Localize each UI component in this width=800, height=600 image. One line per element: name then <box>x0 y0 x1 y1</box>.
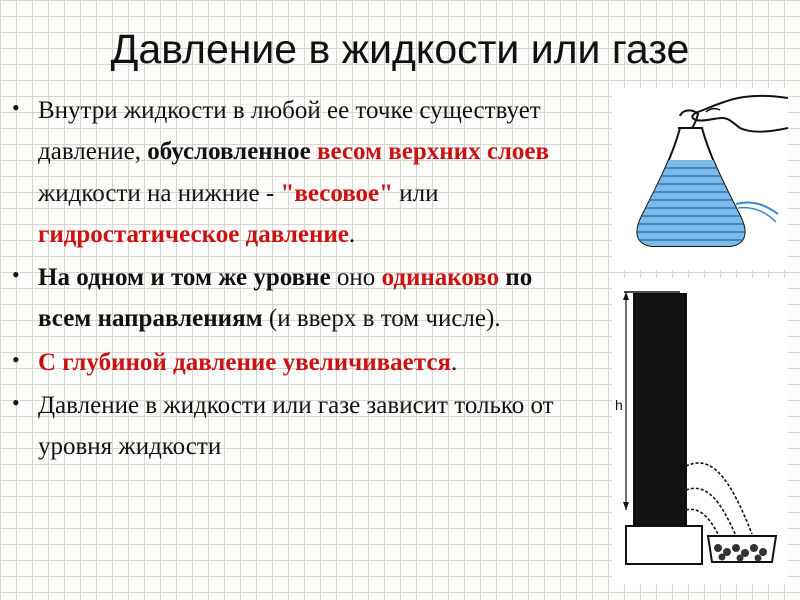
text-run: Давление в жидкости или газе зависит тол… <box>38 391 554 460</box>
text-run: обусловленное <box>147 138 311 166</box>
bullet-item-1: • Внутри жидкости в любой ее точке сущес… <box>10 90 590 255</box>
text-run: . <box>450 348 458 376</box>
water-bag-figure <box>612 88 788 270</box>
water-bag-illustration <box>636 94 788 247</box>
bullet-item-4: • Давление в жидкости или газе зависит т… <box>10 385 590 468</box>
text-run: жидкости на нижние - <box>38 179 281 207</box>
slide-title: Давление в жидкости или газе <box>110 26 690 72</box>
text-run: Внутри жидкости в любой ее точке существ… <box>38 97 541 166</box>
height-label: h <box>615 397 623 413</box>
text-run: На одном и том же уровне <box>38 264 331 291</box>
bullet-item-3: • С глубиной давление увеличивается. <box>10 342 590 383</box>
text-run: "весовое" <box>280 179 394 207</box>
bullet-icon: • <box>12 389 20 415</box>
text-run: (и вверх в том числе). <box>262 305 501 333</box>
text-run: по всем направлениям <box>38 264 533 333</box>
bullet-list: • Внутри жидкости в любой ее точке сущес… <box>10 90 590 469</box>
text-run: . <box>348 220 356 248</box>
text-run: гидростатическое давление <box>38 220 349 248</box>
bullet-icon: • <box>12 95 20 120</box>
text-run: оно <box>330 264 382 291</box>
text-run: С глубиной давление увеличивается <box>38 348 451 376</box>
liquid-column-illustration: h <box>615 291 778 565</box>
text-run: или <box>393 179 439 207</box>
bullet-icon: • <box>12 346 20 372</box>
text-run: весом верхних слоев <box>316 138 550 166</box>
bullet-icon: • <box>12 262 20 287</box>
liquid-column-figure: h <box>612 278 788 584</box>
bullet-item-2: • На одном и том же уровне оно одинаково… <box>10 257 590 340</box>
text-run: одинаково <box>381 264 500 291</box>
